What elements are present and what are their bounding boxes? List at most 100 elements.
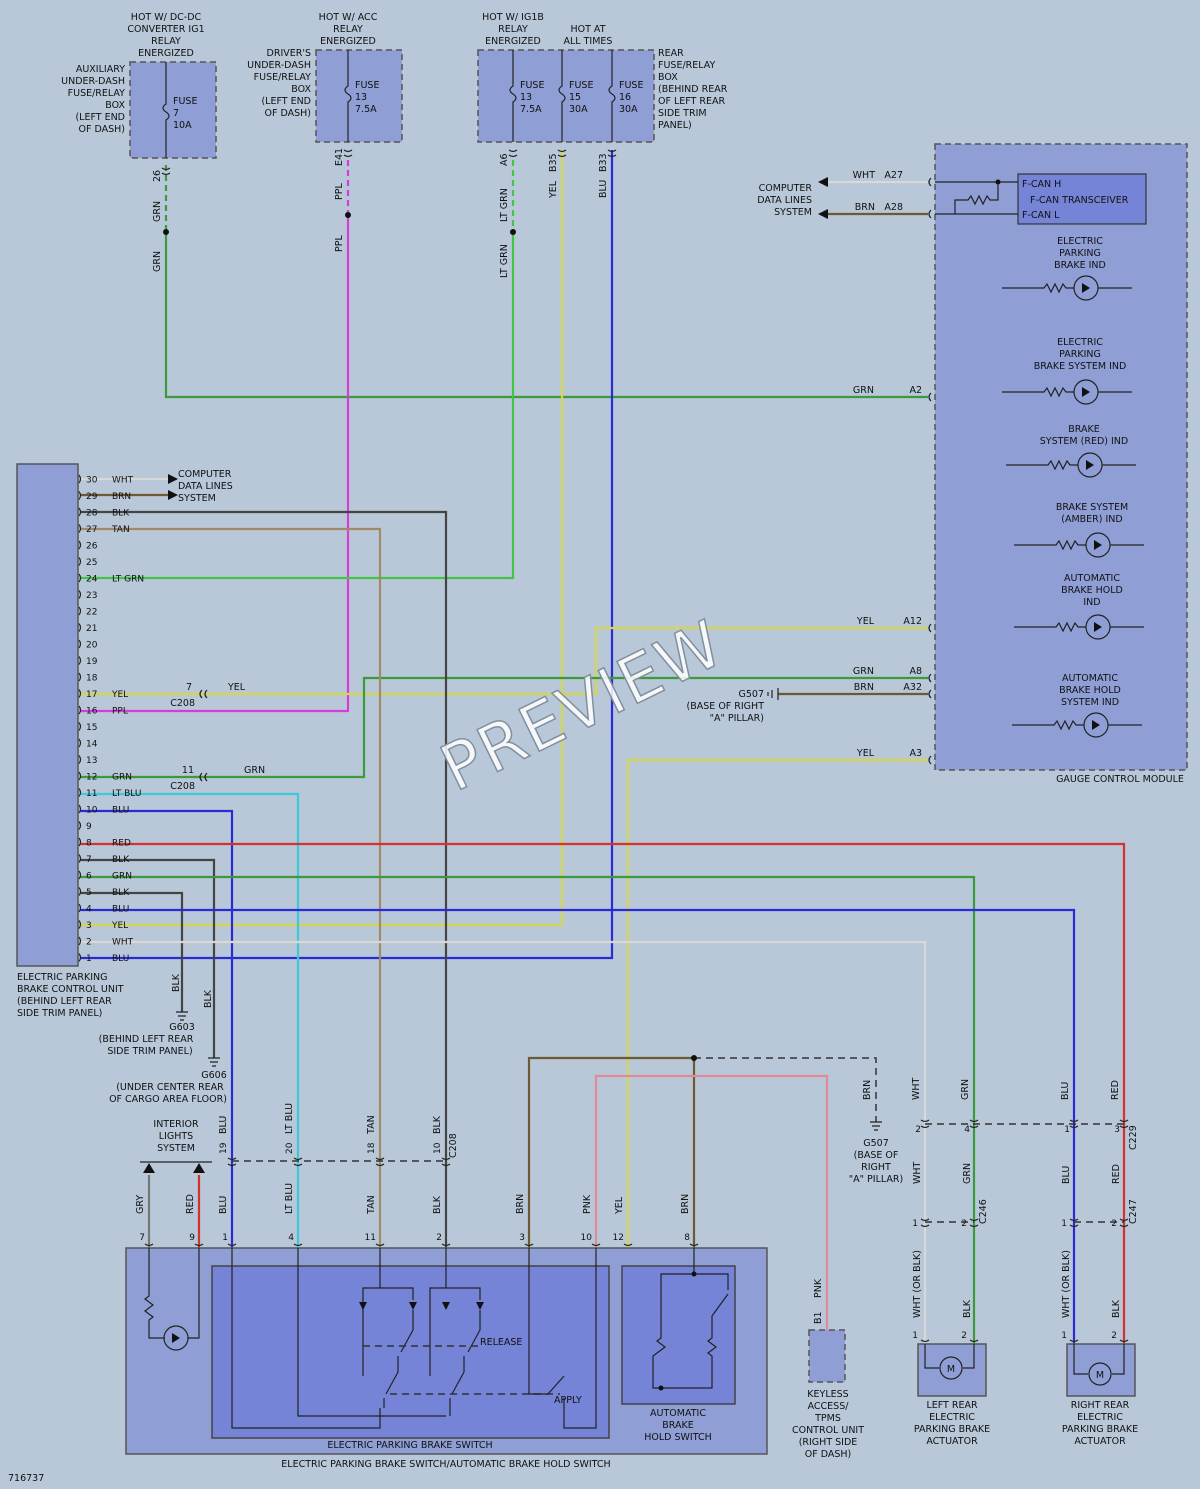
wire-brn-g507-dashed xyxy=(694,1057,877,1122)
pin-a6: A6 xyxy=(499,153,510,166)
epb-pin-number: 26 xyxy=(86,542,98,552)
apply-label: APPLY xyxy=(554,1395,582,1406)
indicator-wire xyxy=(1014,621,1144,633)
switch-pin-connector xyxy=(441,1243,451,1247)
fuse-13b-number: 13 xyxy=(520,92,532,103)
c246-wht-label: WHT xyxy=(912,1161,923,1184)
g603-wire-label: BLK xyxy=(171,973,182,992)
indicator-wire xyxy=(1014,539,1144,551)
epb-pin-color: BLK xyxy=(112,888,130,898)
driver-fuse-box: FUSE 13 7.5A DRIVER'S UNDER-DASH FUSE/RE… xyxy=(247,48,403,143)
switch-pin-number: 12 xyxy=(613,1233,624,1243)
indicator-label: (AMBER) IND xyxy=(1061,514,1122,525)
c208-pin-connector xyxy=(441,1157,451,1167)
c208-pin-number: 10 xyxy=(433,1142,443,1154)
right-motor-icon: M xyxy=(1096,1370,1104,1381)
epb-pin-color: YEL xyxy=(111,921,128,931)
epb-pin-number: 10 xyxy=(86,806,98,816)
indicator-wire xyxy=(1012,719,1142,731)
indicator-diode-icon xyxy=(1086,460,1094,470)
epb-pin-number: 20 xyxy=(86,641,98,651)
keyless-label-3: TPMS xyxy=(814,1413,841,1424)
c208-wire-color: BLK xyxy=(432,1115,443,1134)
indicator-label: SYSTEM (RED) IND xyxy=(1040,436,1128,447)
epb-unit-label-1: ELECTRIC PARKING xyxy=(17,972,108,983)
switch-pin-color: TAN xyxy=(366,1195,377,1215)
aux-box-label-3: FUSE/RELAY xyxy=(68,88,126,99)
label-dcdc-4: ENERGIZED xyxy=(138,48,194,59)
g606-wire-label: BLK xyxy=(203,989,214,1008)
pin-a3: A3 xyxy=(909,748,922,759)
right-act-wire-2: BLK xyxy=(1111,1299,1122,1318)
inline-connector-mark xyxy=(969,1218,979,1228)
epb-pin-connector xyxy=(78,524,82,533)
keyless-unit: B1 PNK KEYLESS ACCESS/ TPMS CONTROL UNIT… xyxy=(792,1278,864,1460)
switch-pin-color: PNK xyxy=(582,1194,593,1214)
switch-pin-connector xyxy=(689,1243,699,1247)
rear-box-label-6: SIDE TRIM xyxy=(658,108,707,119)
epb-pin-number: 3 xyxy=(86,921,92,931)
driver-box-label-5: (LEFT END xyxy=(261,96,311,107)
epb-pin-number: 5 xyxy=(86,888,92,898)
diagram-id: 716737 xyxy=(8,1473,44,1484)
inline-connector-mark xyxy=(920,1218,930,1228)
epb-pin-number: 27 xyxy=(86,525,97,535)
wire-label-grn-1: GRN xyxy=(152,201,163,222)
c208-wire-color: LT BLU xyxy=(284,1103,295,1134)
rear-box-label-7: PANEL) xyxy=(658,120,692,131)
hold-switch-title-2: BRAKE xyxy=(662,1420,693,1431)
epb-control-unit: ELECTRIC PARKING BRAKE CONTROL UNIT (BEH… xyxy=(16,463,124,1019)
right-rear-actuator: M 1 2 WHT (OR BLK) BLK RIGHT REAR ELECTR… xyxy=(1061,1250,1138,1447)
wire-blu-4 xyxy=(80,908,1076,1350)
pin-a32: A32 xyxy=(903,682,922,693)
c208-pin-connector xyxy=(227,1157,237,1167)
fuse-13a-number: 13 xyxy=(355,92,367,103)
fcan-transceiver-label: F-CAN TRANSCEIVER xyxy=(1030,195,1129,206)
c208-pin-number: 19 xyxy=(219,1142,229,1154)
epb-pin-number: 4 xyxy=(86,905,92,915)
indicator-label: IND xyxy=(1083,597,1100,608)
pin-26: 26 xyxy=(152,170,163,182)
actuator-pin-mark xyxy=(969,1339,979,1343)
indicator-label: AUTOMATIC xyxy=(1062,673,1118,684)
splice-grn xyxy=(163,229,169,235)
g507-loc-2: RIGHT xyxy=(861,1162,891,1173)
epb-pin-number: 25 xyxy=(86,558,97,568)
c208-pin-7: 7 xyxy=(186,682,192,693)
rear-box-label-5: OF LEFT REAR xyxy=(658,96,725,107)
g606-loc-1: (UNDER CENTER REAR xyxy=(116,1082,224,1093)
driver-box-label-4: BOX xyxy=(291,84,311,95)
driver-box-label-6: OF DASH) xyxy=(265,108,312,119)
wire-label-ltgrn-2: LT GRN xyxy=(499,244,510,278)
epb-pin-connector xyxy=(78,903,82,913)
epb-pin-color: WHT xyxy=(112,938,134,948)
indicator-label: PARKING xyxy=(1059,248,1101,259)
switch-pin-color: GRY xyxy=(135,1195,146,1214)
wire-label-a8: GRN xyxy=(853,666,874,677)
indicator-label: ELECTRIC xyxy=(1057,236,1103,247)
cdl-left-3: SYSTEM xyxy=(178,493,216,504)
epb-pin-number: 14 xyxy=(86,740,98,750)
keyless-label-4: CONTROL UNIT xyxy=(792,1425,864,1436)
c229-pin-connector xyxy=(969,1119,979,1129)
c229-pin-connector xyxy=(920,1119,930,1129)
left-rear-actuator: M 1 2 WHT (OR BLK) BLK LEFT REAR ELECTRI… xyxy=(912,1250,990,1447)
switch-pin-number: 9 xyxy=(189,1233,195,1243)
cdl-right-2: DATA LINES xyxy=(757,195,812,206)
wire-label-yel: YEL xyxy=(548,180,559,199)
epb-pin-connector xyxy=(78,672,82,682)
fuse-13a-rating: 7.5A xyxy=(355,104,377,115)
c208-pin-number: 20 xyxy=(285,1142,295,1154)
wire-label-ltgrn-1: LT GRN xyxy=(499,188,510,222)
wire-label-blu: BLU xyxy=(598,180,609,198)
indicator-diode-icon xyxy=(1092,720,1100,730)
fuse-7-rating: 10A xyxy=(173,120,192,131)
wire-ppl-16 xyxy=(80,215,350,713)
epb-pin-connector xyxy=(78,623,82,632)
keyless-pin-b1: B1 xyxy=(813,1311,824,1324)
wire-blk-5 xyxy=(80,891,184,1012)
label-always-2: ALL TIMES xyxy=(564,36,613,47)
ground-g606: BLK G606 (UNDER CENTER REAR OF CARGO ARE… xyxy=(109,989,227,1105)
